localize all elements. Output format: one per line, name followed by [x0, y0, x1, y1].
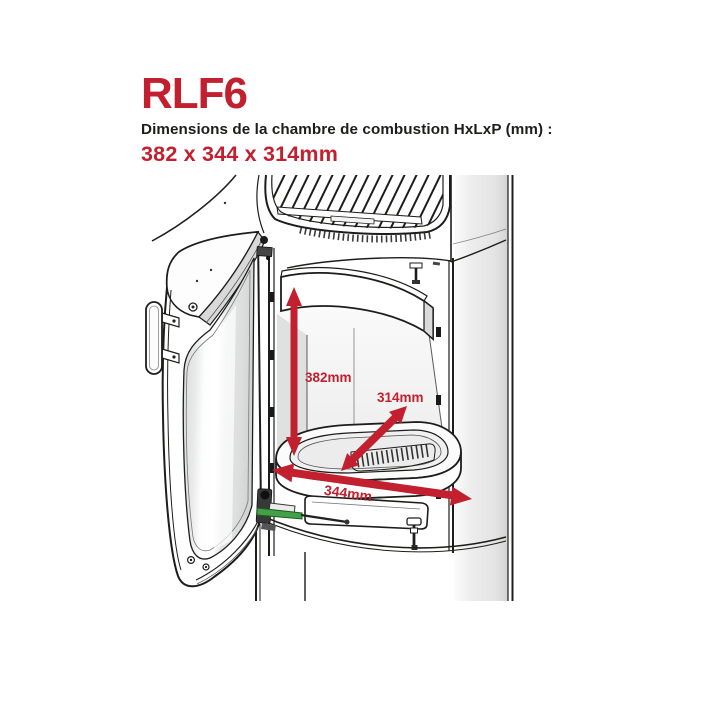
pedestal — [255, 515, 507, 601]
glass-reflection — [212, 305, 236, 550]
bolt-top — [409, 261, 441, 284]
ash-tray — [275, 421, 462, 550]
depth-arrow — [341, 406, 407, 471]
door-hinge-bottom — [255, 488, 350, 531]
door-hinge-top — [256, 236, 273, 260]
screw-bottom — [406, 517, 422, 550]
subtitle: Dimensions de la chambre de combustion H… — [141, 121, 553, 139]
knurl-band — [299, 226, 432, 243]
height-arrow — [286, 287, 302, 456]
stove-body — [450, 175, 514, 601]
dimension-arrows: 382mm 314mm 344mm — [272, 287, 472, 506]
door-handle — [145, 301, 180, 375]
upper-firebox — [151, 174, 452, 269]
stove-door — [145, 230, 266, 588]
tray-grate — [350, 443, 436, 472]
width-arrow — [272, 463, 472, 506]
hinge-lever-green — [256, 507, 303, 520]
depth-label: 314mm — [377, 390, 424, 405]
model-title: RLF6 — [141, 69, 248, 118]
width-label: 344mm — [323, 482, 373, 505]
chamber-lintel — [280, 267, 434, 342]
height-label: 382mm — [305, 370, 352, 385]
jamb-slots-left — [269, 292, 275, 473]
dimensions-value: 382 x 344 x 314mm — [141, 142, 339, 167]
grate-ledge — [276, 206, 423, 225]
header: RLF6 Dimensions de la chambre de combust… — [141, 69, 553, 167]
